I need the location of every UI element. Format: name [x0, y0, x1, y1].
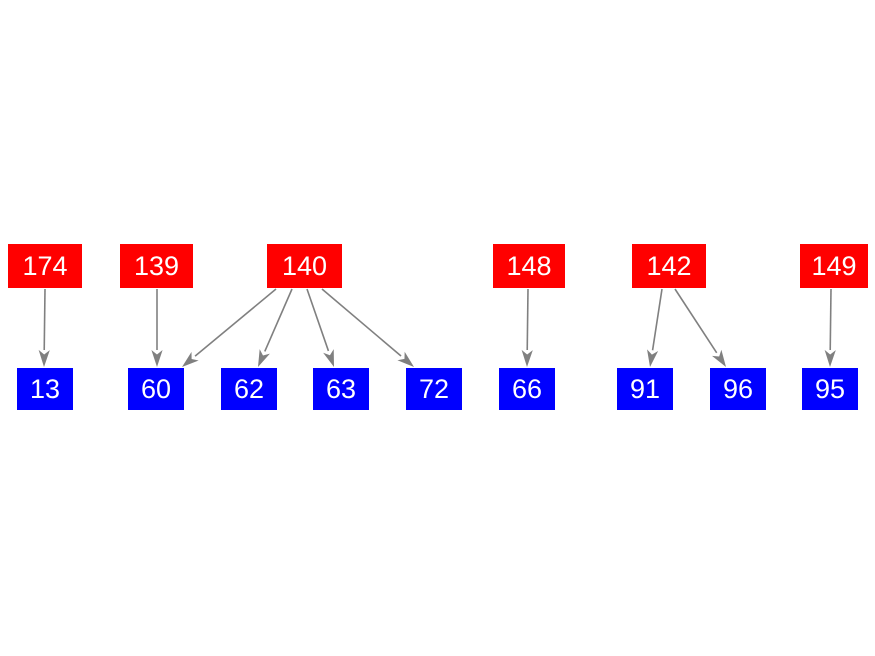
edge-149-to-95: [824, 288, 836, 367]
child-node-62[interactable]: 62: [221, 368, 277, 410]
edge-line: [321, 288, 402, 357]
edge-140-to-63: [306, 288, 334, 367]
parent-node-148[interactable]: 148: [493, 244, 565, 288]
edge-line: [651, 288, 663, 351]
edge-139-to-60: [151, 289, 163, 367]
parent-node-142[interactable]: 142: [632, 244, 706, 288]
arrowhead-icon: [323, 349, 334, 367]
edge-line: [194, 288, 277, 357]
edge-140-to-62: [258, 288, 293, 367]
arrowhead-icon: [824, 349, 836, 367]
arrowhead-icon: [258, 349, 270, 367]
arrowhead-icon: [38, 349, 50, 367]
edge-line: [306, 288, 330, 352]
parent-node-174[interactable]: 174: [8, 244, 82, 288]
child-node-96[interactable]: 96: [710, 368, 766, 410]
arrowhead-icon: [151, 350, 163, 367]
edge-148-to-66: [521, 288, 533, 367]
parent-node-140[interactable]: 140: [267, 244, 342, 288]
arrowhead-icon: [397, 351, 414, 367]
edge-140-to-72: [321, 288, 414, 367]
child-node-91[interactable]: 91: [617, 368, 673, 410]
child-node-63[interactable]: 63: [313, 368, 369, 410]
edge-line: [674, 288, 718, 354]
arrowhead-icon: [712, 349, 726, 367]
child-node-66[interactable]: 66: [499, 368, 555, 410]
edge-line: [526, 288, 529, 351]
edge-line: [829, 288, 832, 351]
edge-174-to-13: [38, 288, 50, 367]
edge-line: [43, 288, 46, 351]
edge-142-to-96: [674, 288, 726, 367]
edge-line: [264, 288, 293, 352]
parent-node-149[interactable]: 149: [800, 244, 868, 288]
child-node-72[interactable]: 72: [406, 368, 462, 410]
child-node-13[interactable]: 13: [17, 368, 73, 410]
child-node-95[interactable]: 95: [802, 368, 858, 410]
arrowhead-icon: [182, 351, 199, 367]
arrowhead-icon: [521, 349, 533, 367]
arrowhead-icon: [647, 349, 659, 367]
child-node-60[interactable]: 60: [128, 368, 184, 410]
edge-140-to-60: [182, 288, 277, 367]
parent-node-139[interactable]: 139: [120, 244, 193, 288]
edge-142-to-91: [647, 288, 663, 367]
